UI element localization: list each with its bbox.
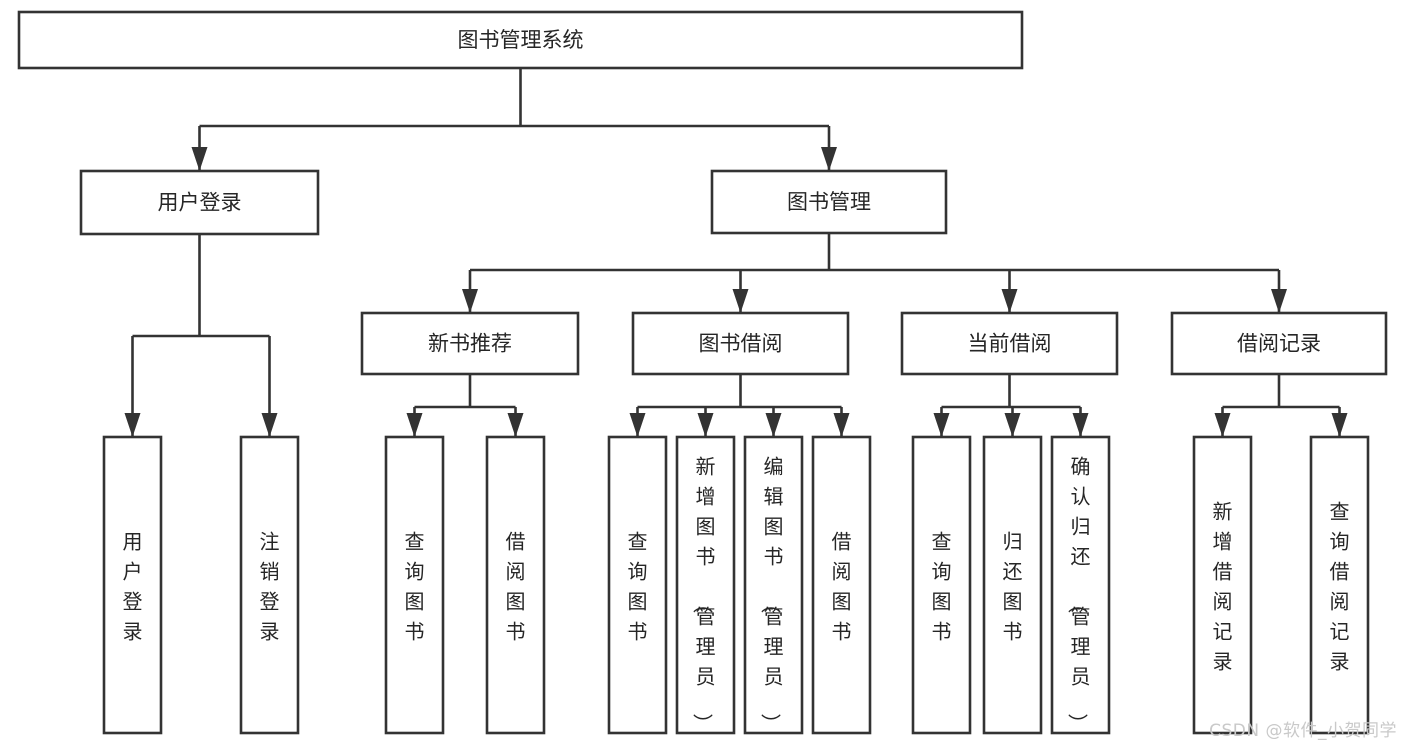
node-leaf-query-book-3-rect bbox=[911, 435, 972, 735]
book-borrow-arrow-0 bbox=[629, 413, 646, 437]
book-manage-arrow-3 bbox=[1271, 289, 1287, 313]
node-leaf-add-book[interactable]: 新增图书（管理员） bbox=[675, 435, 736, 735]
node-layer: 图书管理系统用户登录图书管理新书推荐图书借阅当前借阅借阅记录用户登录注销登录查询… bbox=[17, 10, 1388, 735]
node-borrow-record-rect bbox=[1170, 311, 1388, 376]
node-user-login-label: 用户登录 bbox=[158, 191, 242, 215]
node-leaf-add-record-rect bbox=[1192, 435, 1253, 735]
book-borrow-arrow-3 bbox=[833, 413, 850, 437]
node-leaf-logout[interactable]: 注销登录 bbox=[239, 435, 300, 735]
node-leaf-return-book-label: 归还图书 bbox=[1003, 529, 1023, 643]
node-leaf-borrow-book-1-label: 借阅图书 bbox=[506, 529, 526, 643]
node-leaf-return-book-rect bbox=[982, 435, 1043, 735]
node-current-borrow-rect bbox=[900, 311, 1119, 376]
node-book-borrow-rect bbox=[631, 311, 850, 376]
node-leaf-query-book-1-label: 查询图书 bbox=[405, 529, 425, 643]
book-borrow-arrow-2 bbox=[765, 413, 782, 437]
node-leaf-add-record[interactable]: 新增借阅记录 bbox=[1192, 435, 1253, 735]
node-leaf-logout-rect bbox=[239, 435, 300, 735]
node-leaf-add-book-label: 新增图书（管理员） bbox=[691, 454, 716, 733]
borrow-record-arrow-0 bbox=[1214, 413, 1231, 437]
node-new-book-rec-label: 新书推荐 bbox=[428, 332, 512, 356]
node-leaf-query-record[interactable]: 查询借阅记录 bbox=[1309, 435, 1370, 735]
node-leaf-add-book-rect bbox=[675, 435, 736, 735]
node-borrow-record[interactable]: 借阅记录 bbox=[1170, 311, 1388, 376]
node-leaf-borrow-book-2[interactable]: 借阅图书 bbox=[811, 435, 872, 735]
book-borrow-arrow-1 bbox=[697, 413, 714, 437]
node-leaf-user-login-rect bbox=[102, 435, 163, 735]
node-leaf-user-login-label: 用户登录 bbox=[123, 529, 143, 643]
node-leaf-query-record-rect bbox=[1309, 435, 1370, 735]
user-login-arrow-0 bbox=[124, 413, 141, 437]
node-new-book-rec[interactable]: 新书推荐 bbox=[360, 311, 580, 376]
node-leaf-edit-book-rect bbox=[743, 435, 804, 735]
node-root[interactable]: 图书管理系统 bbox=[17, 10, 1024, 70]
node-user-login[interactable]: 用户登录 bbox=[79, 169, 320, 236]
node-leaf-edit-book[interactable]: 编辑图书（管理员） bbox=[743, 435, 804, 735]
node-current-borrow-label: 当前借阅 bbox=[968, 332, 1052, 356]
borrow-record-arrow-1 bbox=[1331, 413, 1348, 437]
node-borrow-record-label: 借阅记录 bbox=[1237, 332, 1321, 356]
node-leaf-query-book-3-label: 查询图书 bbox=[932, 529, 952, 643]
node-leaf-query-book-1-rect bbox=[384, 435, 445, 735]
node-leaf-borrow-book-1[interactable]: 借阅图书 bbox=[485, 435, 546, 735]
node-leaf-query-book-3[interactable]: 查询图书 bbox=[911, 435, 972, 735]
node-book-borrow[interactable]: 图书借阅 bbox=[631, 311, 850, 376]
node-book-manage-label: 图书管理 bbox=[787, 190, 871, 214]
node-leaf-edit-book-label: 编辑图书（管理员） bbox=[759, 454, 784, 733]
node-leaf-query-record-label: 查询借阅记录 bbox=[1330, 499, 1350, 673]
node-leaf-user-login[interactable]: 用户登录 bbox=[102, 435, 163, 735]
node-leaf-borrow-book-1-rect bbox=[485, 435, 546, 735]
user-login-arrow-1 bbox=[261, 413, 278, 437]
book-manage-arrow-2 bbox=[1001, 289, 1018, 313]
node-leaf-query-book-2-rect bbox=[607, 435, 668, 735]
book-manage-arrow-1 bbox=[732, 289, 749, 313]
new-book-rec-arrow-0 bbox=[406, 413, 423, 437]
node-leaf-confirm-return-rect bbox=[1050, 435, 1111, 735]
node-leaf-add-record-label: 新增借阅记录 bbox=[1213, 499, 1233, 673]
node-leaf-borrow-book-2-rect bbox=[811, 435, 872, 735]
node-leaf-query-book-2[interactable]: 查询图书 bbox=[607, 435, 668, 735]
root-arrow-1 bbox=[821, 147, 837, 171]
node-leaf-return-book[interactable]: 归还图书 bbox=[982, 435, 1043, 735]
connector-layer bbox=[124, 68, 1348, 437]
node-book-manage[interactable]: 图书管理 bbox=[710, 169, 948, 235]
current-borrow-arrow-0 bbox=[933, 413, 950, 437]
new-book-rec-arrow-1 bbox=[507, 413, 524, 437]
node-new-book-rec-rect bbox=[360, 311, 580, 376]
node-book-manage-rect bbox=[710, 169, 948, 235]
node-leaf-query-book-1[interactable]: 查询图书 bbox=[384, 435, 445, 735]
node-current-borrow[interactable]: 当前借阅 bbox=[900, 311, 1119, 376]
node-leaf-borrow-book-2-label: 借阅图书 bbox=[832, 529, 852, 643]
book-manage-arrow-0 bbox=[462, 289, 478, 313]
current-borrow-arrow-1 bbox=[1004, 413, 1021, 437]
node-leaf-logout-label: 注销登录 bbox=[260, 529, 280, 643]
current-borrow-arrow-2 bbox=[1072, 413, 1089, 437]
watermark-text: CSDN @软件_小贺同学 bbox=[1209, 721, 1397, 741]
node-root-label: 图书管理系统 bbox=[458, 28, 584, 52]
node-book-borrow-label: 图书借阅 bbox=[699, 332, 783, 356]
node-root-rect bbox=[17, 10, 1024, 70]
root-arrow-0 bbox=[191, 147, 208, 171]
node-leaf-confirm-return[interactable]: 确认归还（管理员） bbox=[1050, 435, 1111, 735]
node-leaf-confirm-return-label: 确认归还（管理员） bbox=[1066, 454, 1091, 733]
node-leaf-query-book-2-label: 查询图书 bbox=[628, 529, 648, 643]
node-user-login-rect bbox=[79, 169, 320, 236]
